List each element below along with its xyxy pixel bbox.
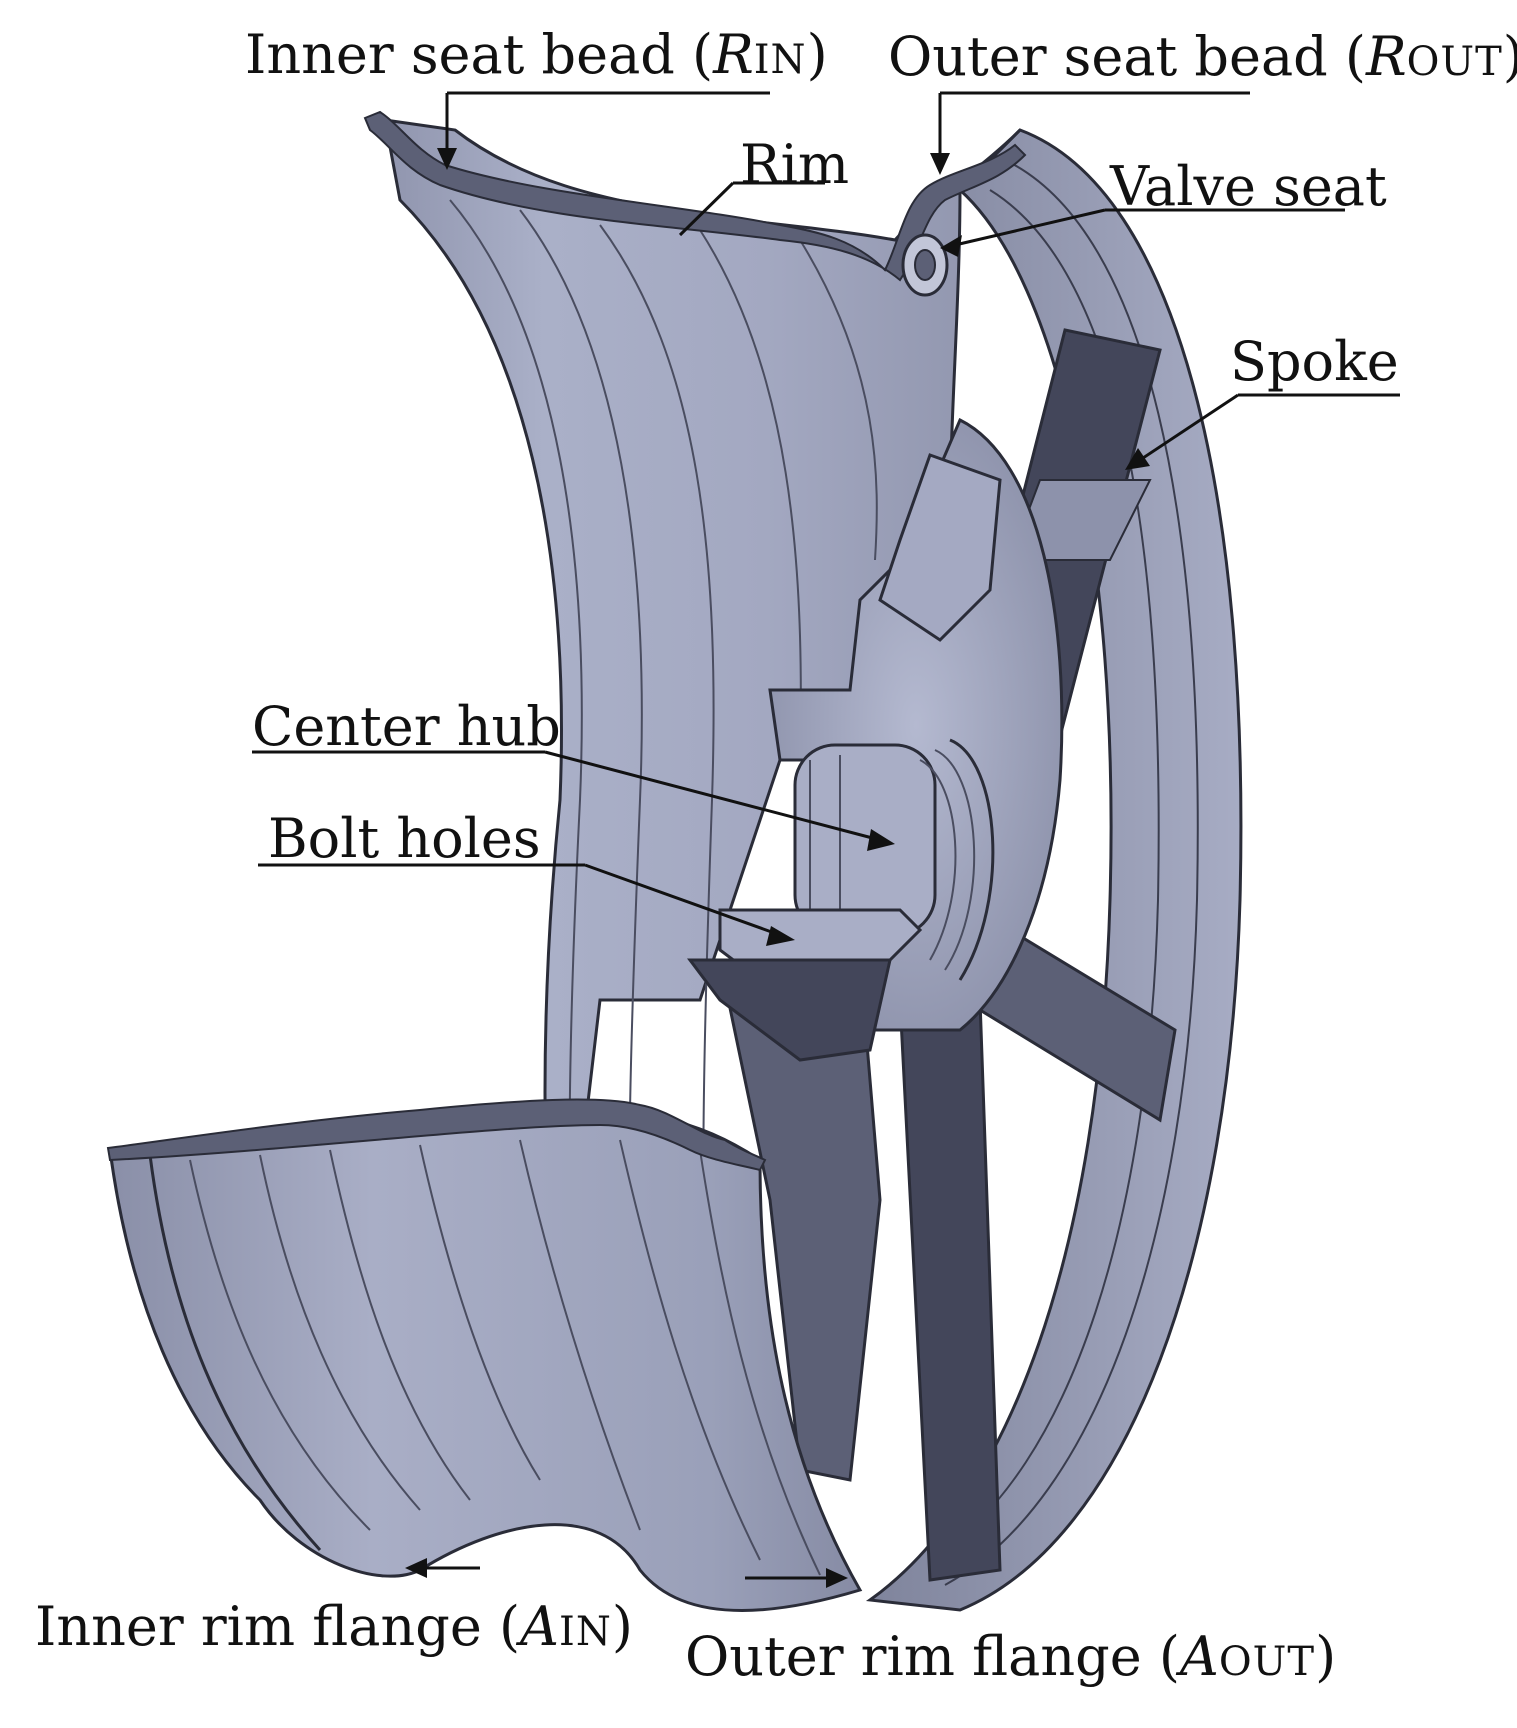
- leader-arrowheads: [405, 148, 1150, 1588]
- label-inner-rim-flange: Inner rim flange (AIN): [35, 1595, 633, 1658]
- label-outer-rim-flange: Outer rim flange (AOUT): [685, 1625, 1337, 1688]
- label-center-hub: Center hub: [252, 695, 561, 758]
- lower-rim-barrel: [108, 1112, 863, 1612]
- label-bolt-holes: Bolt holes: [268, 807, 541, 870]
- label-inner-seat-bead: Inner seat bead (RIN): [245, 23, 828, 86]
- bolt-hole-block: [687, 908, 923, 1062]
- label-rim: Rim: [740, 133, 850, 196]
- center-hub: [768, 417, 1064, 1032]
- outer-face-ring: [865, 128, 1243, 1612]
- label-outer-seat-bead: Outer seat bead (ROUT): [888, 25, 1517, 88]
- label-spoke: Spoke: [1230, 330, 1399, 393]
- label-valve-seat: Valve seat: [1110, 155, 1387, 218]
- rim-cut-profile: [363, 110, 1027, 282]
- valve-seat-hole: [901, 233, 949, 297]
- leader-lines: [252, 91, 1400, 1580]
- lower-rim-cut-profile: [106, 1098, 767, 1172]
